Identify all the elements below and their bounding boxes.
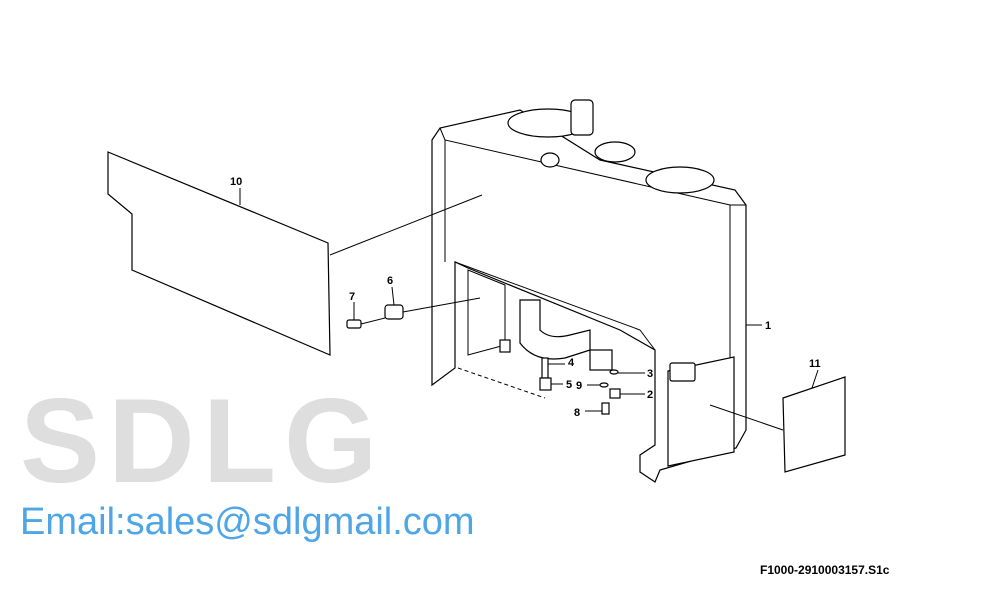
part-5 xyxy=(539,377,552,391)
callout-2: 2 xyxy=(647,389,653,401)
callout-8: 8 xyxy=(574,407,580,419)
callout-9: 9 xyxy=(576,380,582,392)
leader-lines xyxy=(239,188,819,431)
part-9 xyxy=(599,382,609,388)
plate-10 xyxy=(107,151,331,356)
callout-6: 6 xyxy=(387,275,393,287)
brand-watermark: SDLG xyxy=(20,374,385,508)
part-8 xyxy=(601,402,610,415)
callout-3: 3 xyxy=(647,368,653,380)
callout-11: 11 xyxy=(809,358,821,370)
drawing-code: F1000-2910003157.S1c xyxy=(760,563,890,577)
part-3 xyxy=(609,369,619,375)
callout-5: 5 xyxy=(566,379,572,391)
part-6 xyxy=(384,304,404,320)
callout-4: 4 xyxy=(568,357,575,369)
hydraulic-tank xyxy=(431,99,747,483)
part-7 xyxy=(346,319,362,329)
email-watermark: Email:sales@sdlgmail.com xyxy=(20,501,475,543)
part-2 xyxy=(609,388,621,399)
callout-10: 10 xyxy=(230,176,242,188)
callout-1: 1 xyxy=(765,320,771,332)
callout-7: 7 xyxy=(349,291,355,303)
plate-11 xyxy=(782,376,846,473)
part-4 xyxy=(541,357,549,379)
